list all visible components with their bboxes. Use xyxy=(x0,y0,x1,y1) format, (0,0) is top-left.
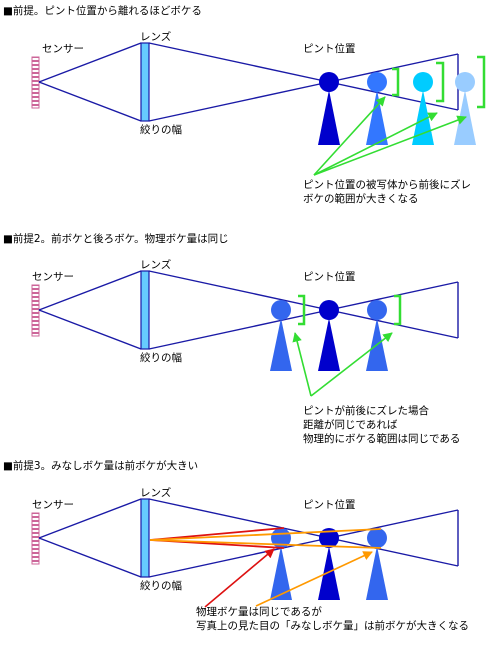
lens xyxy=(140,498,150,578)
figure-in-front xyxy=(270,528,292,600)
ray xyxy=(38,42,142,83)
annotation-arrow xyxy=(255,551,373,607)
lens-label: レンズ xyxy=(140,258,171,271)
blur-bracket xyxy=(394,294,402,326)
lens-label: レンズ xyxy=(140,486,171,499)
panel-3-heading: ■前提3。みなしボケ量は前ボケが大きい xyxy=(3,459,198,472)
blur-bracket xyxy=(477,55,486,109)
panel-3: ■前提3。みなしボケ量は前ボケが大きい センサー レンズ 絞りの幅 ピント位置 xyxy=(3,459,469,632)
ray xyxy=(328,509,459,539)
blur-bracket xyxy=(298,294,306,326)
panel-2-heading: ■前提2。前ボケと後ろボケ。物理ボケ量は同じ xyxy=(3,232,229,245)
figure-behind xyxy=(366,300,388,371)
ray xyxy=(38,270,142,311)
lens xyxy=(140,270,150,350)
sensor xyxy=(31,284,40,337)
annotation-arrow xyxy=(310,332,393,397)
ray xyxy=(148,498,330,539)
ray xyxy=(38,309,142,350)
annotation-arrow xyxy=(292,332,312,397)
focus-label: ピント位置 xyxy=(303,498,356,511)
panel-1-heading: ■前提。ピント位置から離れるほどボケる xyxy=(3,4,202,17)
apparent-size-line xyxy=(149,539,382,549)
ray xyxy=(328,537,459,567)
sensor-label: センサー xyxy=(32,271,74,283)
figure-in-focus xyxy=(318,528,340,600)
ray xyxy=(38,498,142,539)
annotation-line: ピントが前後にズレた場合 xyxy=(303,404,429,417)
annotation-arrow xyxy=(313,112,438,176)
ray xyxy=(38,537,142,578)
annotation-line: 物理的にボケる範囲は同じである xyxy=(303,432,460,445)
sensor xyxy=(31,56,40,109)
aperture-label: 絞りの幅 xyxy=(140,123,182,136)
blur-bracket xyxy=(436,61,445,103)
sensor xyxy=(31,512,40,565)
annotation-line: 写真上の見た目の「みなしボケ量」は前ボケが大きくなる xyxy=(196,619,469,632)
ray xyxy=(148,309,330,350)
ray xyxy=(38,81,142,122)
aperture-label: 絞りの幅 xyxy=(140,579,182,592)
ray xyxy=(148,81,330,122)
figure-behind xyxy=(366,528,388,600)
figure-behind-1 xyxy=(366,72,388,145)
annotation-arrow xyxy=(313,96,386,176)
panel-1: ■前提。ピント位置から離れるほどボケる センサー レンズ 絞りの幅 ピント位置 xyxy=(3,4,486,205)
sensor-label: センサー xyxy=(32,499,74,511)
annotation-line: 物理ボケ量は同じであるが xyxy=(196,605,322,618)
annotation-line: ボケの範囲が大きくなる xyxy=(303,192,419,205)
ray xyxy=(328,281,459,311)
blur-bracket xyxy=(392,67,400,97)
ray xyxy=(148,42,330,83)
annotation-arrow xyxy=(204,548,275,608)
lens xyxy=(140,42,150,122)
figure-in-front xyxy=(270,300,292,371)
panel-2: ■前提2。前ボケと後ろボケ。物理ボケ量は同じ センサー レンズ 絞りの幅 ピント… xyxy=(3,232,460,445)
aperture-label: 絞りの幅 xyxy=(140,351,182,364)
sensor-label: センサー xyxy=(42,43,84,55)
annotation-arrow xyxy=(313,115,467,176)
ray xyxy=(148,270,330,311)
annotation-line: 距離が同じであれば xyxy=(303,418,398,431)
figure-in-focus xyxy=(318,300,340,371)
apparent-size-line xyxy=(149,528,382,541)
annotation-line: ピント位置の被写体から前後にズレ xyxy=(303,178,471,191)
ray xyxy=(328,309,459,339)
focus-label: ピント位置 xyxy=(303,42,356,55)
lens-label: レンズ xyxy=(140,30,171,43)
figure-in-focus xyxy=(318,72,340,145)
apparent-size-line xyxy=(149,527,285,541)
focus-label: ピント位置 xyxy=(303,270,356,283)
